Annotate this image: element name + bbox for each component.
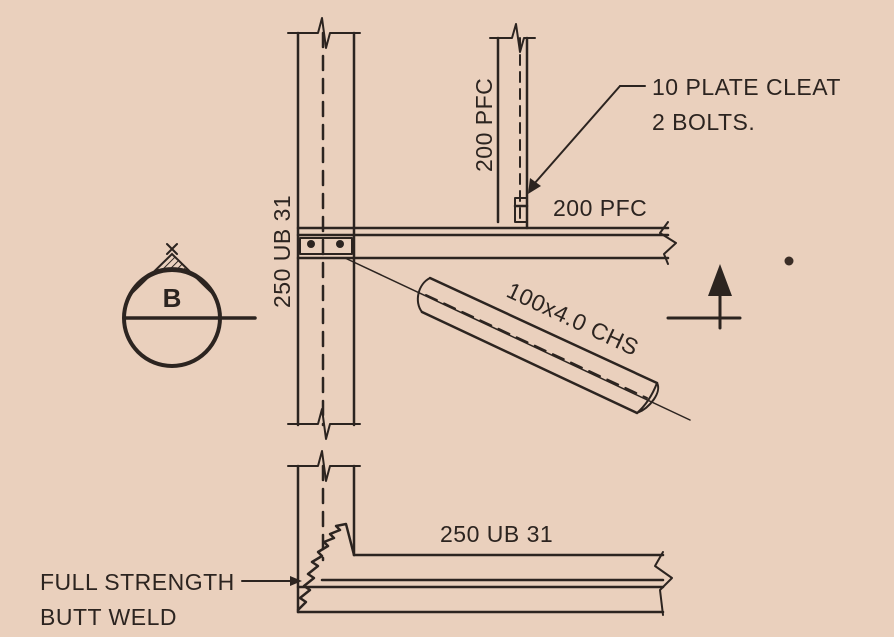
section-marker-label: B (163, 283, 182, 313)
ink-spot (784, 256, 794, 266)
chs-brace-centerline (344, 257, 691, 421)
weld-leader (241, 576, 302, 586)
pfc-horizontal-label: 200 PFC (553, 195, 647, 221)
column-label: 250 UB 31 (269, 195, 295, 308)
chs-label: 100x4.0 CHS (503, 277, 643, 361)
weld-label-line1: FULL STRENGTH (40, 569, 235, 595)
column-upper-break-bottom (287, 408, 361, 440)
connection-cleat (299, 237, 353, 255)
bolt-right-icon (336, 240, 344, 248)
section-arrow-icon (666, 264, 742, 330)
pfc-vertical-member (489, 23, 536, 230)
ub-bottom-beam (296, 551, 673, 616)
cleat-leader (528, 85, 646, 194)
cleat-label-line2: 2 BOLTS. (652, 109, 755, 135)
butt-weld-icon (296, 522, 356, 612)
pfc-vertical-label: 200 PFC (471, 78, 497, 172)
bolt-left-icon (307, 240, 315, 248)
weld-label-line2: BUTT WELD (40, 604, 177, 630)
column-upper-break-top (287, 17, 361, 49)
cleat-label-line1: 10 PLATE CLEAT (652, 74, 841, 100)
pfc-horizontal-beam (296, 221, 677, 265)
beam-bottom-label: 250 UB 31 (440, 521, 553, 547)
chs-brace-member (416, 276, 660, 415)
section-marker-b: B (122, 243, 257, 368)
